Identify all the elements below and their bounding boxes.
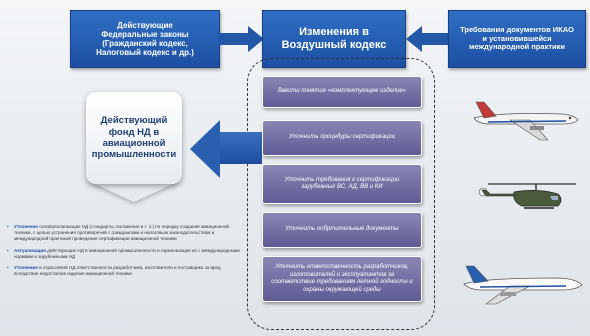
arrow-to-fund-head <box>190 120 220 178</box>
helicopter-image <box>478 183 576 209</box>
bullet-item: • Уточнение основополагающих НД (стандар… <box>6 224 244 243</box>
action-box-responsibility: Уточнить ответственность разработчиков, … <box>262 256 422 302</box>
federal-laws-line-2: Федеральные законы <box>101 29 189 39</box>
bullet-list: • Уточнение основополагающих НД (стандар… <box>6 224 244 282</box>
bullet-item: • Актуализация действующих НД в авиацион… <box>6 248 244 260</box>
action-box-foreign-certification: Уточнить требования к сертификации заруб… <box>262 164 422 204</box>
arrow-icao-to-changes <box>406 26 448 52</box>
air-code-changes-line-1: Изменения в <box>299 26 369 39</box>
bullet-head: Уточнение <box>14 224 38 229</box>
arrow-to-fund <box>190 120 262 178</box>
fund-line-3: авиационной <box>102 138 166 149</box>
action-box-component-concept: Ввести понятие «комплектующее изделие» <box>262 76 422 108</box>
air-code-changes-line-2: Воздушный кодекс <box>281 39 387 51</box>
arrow-laws-to-changes <box>218 26 264 52</box>
icao-line-3: международной практики <box>469 42 565 52</box>
federal-laws-box: Действующие Федеральные законы (Гражданс… <box>70 10 220 68</box>
action-box-certification-procedures: Уточнить процедуры сертификации <box>262 120 422 156</box>
fund-shield-tip <box>86 180 182 202</box>
icao-line-2: и установившейся <box>482 33 552 43</box>
bullet-marker: • <box>7 247 9 253</box>
jet-aircraft-image <box>473 101 579 141</box>
bullet-head: Актуализация <box>14 247 46 253</box>
fund-line-1: Действующий <box>100 115 168 127</box>
bullet-item: • Уточнение в отраслевой НД ответственно… <box>6 265 244 277</box>
arrow-to-fund-shaft <box>218 132 262 164</box>
bullet-head: Уточнение <box>14 264 38 270</box>
fund-line-2: фонд НД в <box>108 126 160 138</box>
bullet-text: основополагающих НД (стандарты, положени… <box>14 224 229 242</box>
action-box-documents: Уточнить ообртительные документы <box>262 212 422 248</box>
federal-laws-line-4: Налоговый кодекс и др.) <box>96 48 194 58</box>
bullet-marker: • <box>7 224 9 229</box>
icao-requirements-box: Требования документов ИКАО и установивше… <box>448 10 586 68</box>
federal-laws-line-3: (Гражданский кодекс, <box>102 39 188 48</box>
fund-shield: Действующий фонд НД в авиационной промыш… <box>86 92 182 202</box>
actions-dashed-frame <box>247 58 435 330</box>
fund-box: Действующий фонд НД в авиационной промыш… <box>86 92 182 184</box>
federal-laws-line-1: Действующие <box>117 20 173 30</box>
bullet-marker: • <box>7 264 9 270</box>
bullet-text: действующих НД в авиационной промышленно… <box>14 247 240 259</box>
icao-line-1: Требования документов ИКАО <box>460 25 574 35</box>
airliner-image <box>463 265 583 305</box>
bullet-text: в отраслевой НД ответственности разработ… <box>14 264 221 277</box>
fund-line-4: промышленности <box>91 149 177 161</box>
